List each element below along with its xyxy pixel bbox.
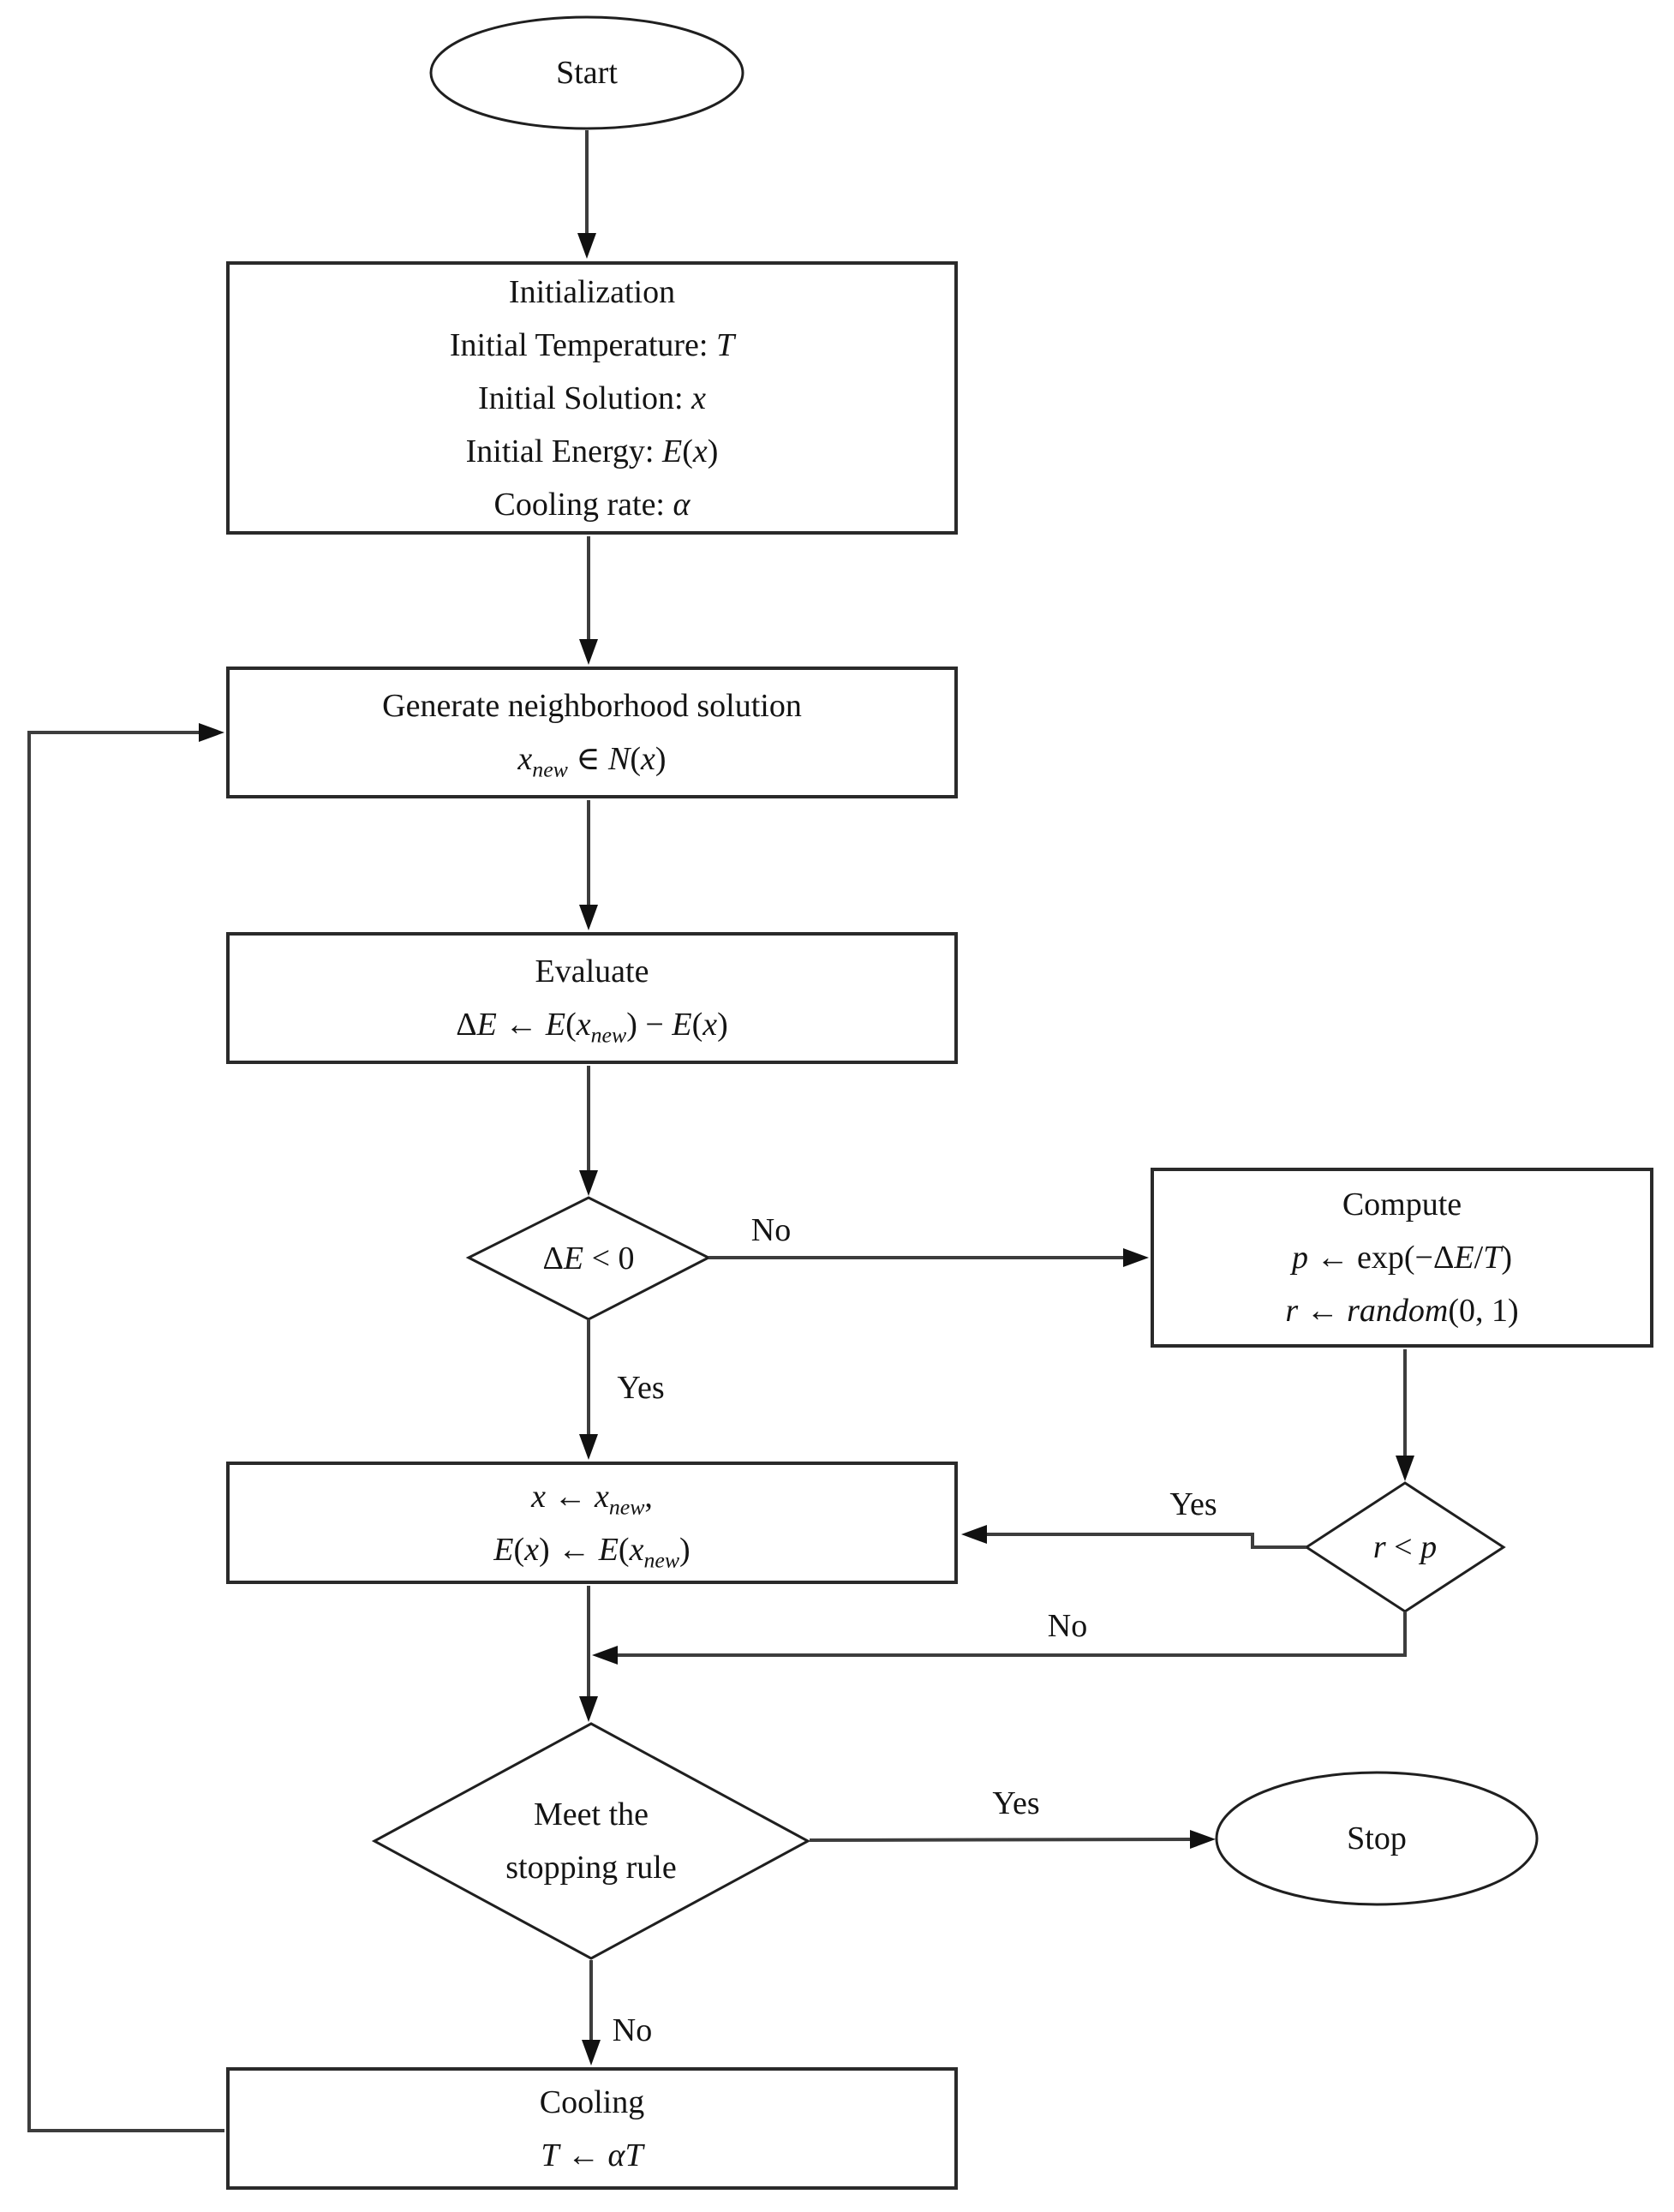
edge-label-delta-yes: Yes [617, 1370, 665, 1406]
edge-label-rp-yes: Yes [1169, 1486, 1217, 1522]
generate-formula: xnew ∈ N(x) [517, 741, 667, 782]
arrow-rp-no-to-main-line [592, 1611, 1407, 1665]
rp-decision-label: r < p [1372, 1529, 1438, 1565]
accept-step: x ← xnew, E(x) ← E(xnew) [226, 1462, 958, 1584]
accept-x-formula: x ← xnew, [531, 1478, 653, 1520]
start-terminator-shape [429, 15, 744, 130]
arrow-stopping-yes-to-stop [809, 1830, 1216, 1850]
arrow-cooling-loop-to-generate [27, 723, 224, 2132]
accept-energy-formula: E(x) ← E(xnew) [493, 1531, 691, 1573]
start-node: Start [431, 17, 743, 129]
initialization-title: Initialization [508, 273, 676, 310]
stopping-decision-shape [371, 1722, 811, 1960]
stopping-decision-node: Meet the stopping rule [374, 1724, 808, 1958]
stop-node: Stop [1217, 1773, 1537, 1904]
evaluate-step: Evaluate ΔE ← E(xnew) − E(x) [226, 932, 958, 1064]
delta-decision-label: ΔE < 0 [542, 1241, 635, 1276]
cooling-title: Cooling [539, 2083, 645, 2120]
rp-decision-node: r < p [1306, 1483, 1504, 1611]
stopping-decision-line1: Meet the [533, 1797, 649, 1832]
evaluate-formula: ΔE ← E(xnew) − E(x) [456, 1007, 728, 1048]
arrow-rp-yes-to-accept [961, 1525, 1306, 1549]
start-label: Start [556, 55, 618, 91]
edge-label-delta-no: No [750, 1212, 792, 1248]
initial-energy-line: Initial Energy: E(x) [465, 433, 719, 469]
compute-step: Compute p ← exp(−ΔE/T) r ← random(0, 1) [1151, 1168, 1653, 1348]
generate-title: Generate neighborhood solution [382, 688, 802, 724]
cooling-step: Cooling T ← αT [226, 2067, 958, 2190]
evaluate-title: Evaluate [535, 954, 649, 989]
initial-temperature-line: Initial Temperature: T [449, 326, 735, 363]
delta-decision-node: ΔE < 0 [469, 1198, 708, 1319]
cooling-rate-line: Cooling rate: α [493, 486, 691, 523]
edge-label-rp-no: No [1047, 1608, 1088, 1644]
edge-label-stopping-yes: Yes [992, 1785, 1040, 1821]
edge-label-stopping-no: No [612, 2012, 653, 2048]
compute-title: Compute [1342, 1187, 1462, 1223]
stop-label: Stop [1347, 1820, 1407, 1856]
initialization-step: Initialization Initial Temperature: T In… [226, 261, 958, 535]
generate-step: Generate neighborhood solution xnew ∈ N(… [226, 667, 958, 798]
initial-solution-line: Initial Solution: x [478, 380, 706, 416]
compute-r-formula: r ← random(0, 1) [1285, 1293, 1519, 1329]
cooling-formula: T ← αT [541, 2137, 643, 2173]
compute-p-formula: p ← exp(−ΔE/T) [1292, 1240, 1512, 1276]
stopping-decision-line2: stopping rule [505, 1850, 677, 1886]
stop-terminator-shape [1215, 1771, 1539, 1906]
